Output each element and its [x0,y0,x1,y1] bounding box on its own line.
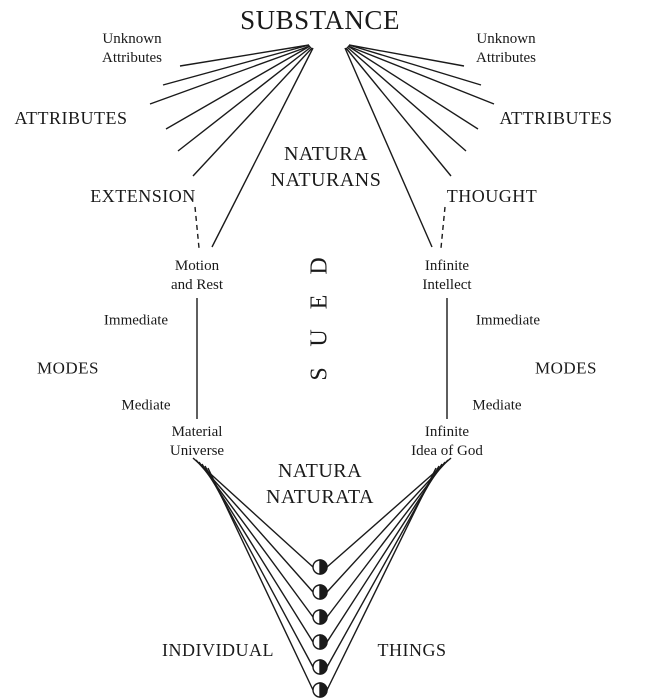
deus-letter: D [306,257,333,275]
connector-line [344,47,433,248]
label-line: NATURANS [270,169,382,191]
natura-naturata-label: NATURA NATURATA [266,458,374,510]
connector-line [211,47,314,248]
mediate-left-label: Mediate [121,397,171,414]
connector-line [162,44,310,86]
deus-letter: U [306,329,333,347]
motion-and-rest-label: Motion and Rest [171,257,223,295]
label-line: Motion [174,258,220,274]
unknown-attributes-left-label: Unknown Attributes [102,30,162,68]
label-line: Material [171,424,223,440]
connector-line [348,44,482,86]
connector-line [179,44,310,67]
immediate-left-label: Immediate [103,312,169,329]
immediate-right-label: Immediate [475,312,541,329]
individual-thing-node [312,659,328,675]
label-line: Attributes [476,50,536,66]
unknown-attributes-right-label: Unknown Attributes [476,30,536,68]
mode-chain-lines [196,298,448,419]
connector-line [165,45,311,130]
connector-line [326,461,446,618]
label-line: NATURA [277,460,363,482]
label-line: and Rest [170,277,224,293]
deus-letter: E [306,294,333,310]
label-line: NATURA [283,143,369,165]
material-universe-label: Material Universe [170,423,224,461]
individual-thing-node [312,559,328,575]
label-line: Attributes [102,50,162,66]
connector-line [348,44,465,67]
infinite-idea-of-god-label: Infinite Idea of God [411,423,483,461]
modes-right-label: MODES [534,358,598,378]
label-line: NATURATA [266,486,374,508]
substance-label: SUBSTANCE [240,5,400,36]
individual-thing-node [312,609,328,625]
attributes-right-label: ATTRIBUTES [499,107,613,128]
naturata-fan-right [326,457,452,691]
label-line: Idea of God [411,443,483,459]
connector-line [192,47,313,177]
connector-line [177,46,312,152]
dashed-line-thought-to-intellect [440,206,446,249]
label-line: Unknown [476,31,536,47]
label-line: Infinite [424,424,470,440]
label-line: Universe [169,443,225,459]
connector-line [347,45,495,105]
connector-line [346,46,467,152]
individual-thing-node [312,584,328,600]
connector-line [345,47,452,177]
deus-letter: S [306,367,333,381]
attribute-to-mode-dashed-lines [194,206,446,249]
naturata-fan-left [192,457,314,691]
connector-line [347,45,479,130]
individual-thing-node [312,682,328,698]
connector-line [326,459,449,593]
dashed-line-extension-to-motion [194,206,200,249]
label-line: Infinite [424,258,470,274]
things-label: THINGS [377,639,447,660]
connector-line [195,459,314,593]
connector-line [149,45,311,105]
attributes-left-label: ATTRIBUTES [14,107,128,128]
connector-line [326,467,437,691]
natura-naturans-label: NATURA NATURANS [271,141,382,193]
substance-fan-right [344,44,495,248]
extension-label: EXTENSION [90,185,196,206]
mediate-right-label: Mediate [472,397,522,414]
connector-line [326,457,452,568]
connector-line [192,457,314,568]
modes-left-label: MODES [36,358,100,378]
infinite-intellect-label: Infinite Intellect [422,257,471,295]
individual-label: INDIVIDUAL [162,639,274,660]
substance-fan-left [149,44,314,248]
label-line: Intellect [422,277,472,293]
individual-thing-nodes [312,559,328,698]
individual-thing-node [312,634,328,650]
label-line: Unknown [102,31,162,47]
thought-label: THOUGHT [446,185,538,206]
connector-line [207,467,314,691]
